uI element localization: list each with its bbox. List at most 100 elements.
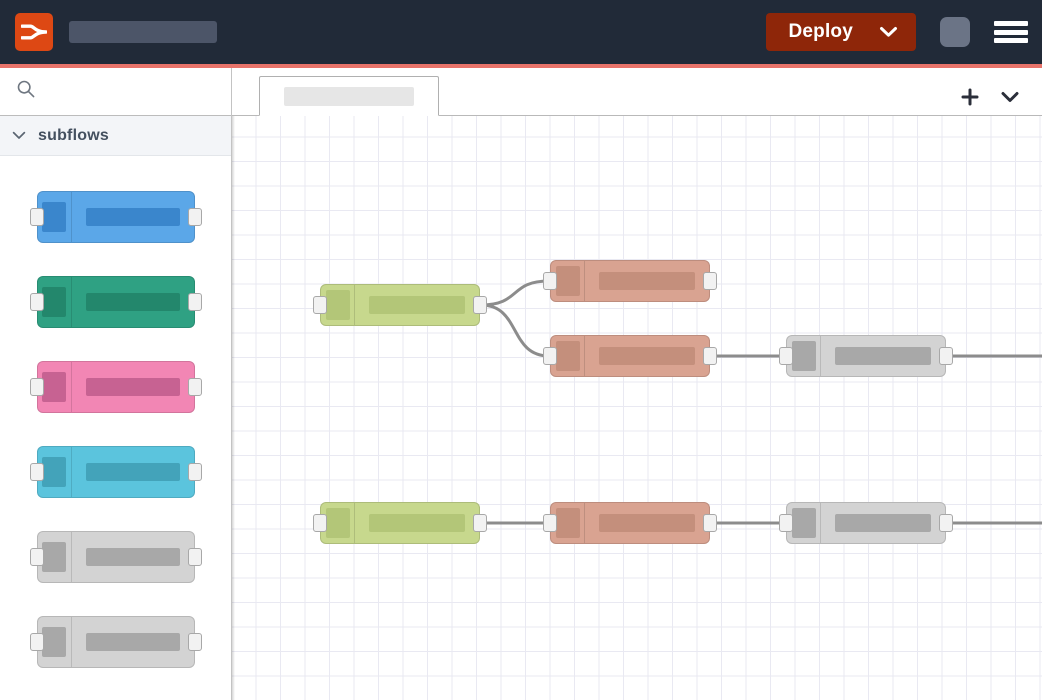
palette-item[interactable] [0, 599, 231, 684]
hamburger-menu-icon[interactable] [994, 19, 1028, 45]
node-label-placeholder [369, 296, 465, 314]
node-input-port[interactable] [29, 207, 44, 226]
canvas-grid [232, 116, 1042, 700]
palette-item[interactable] [0, 514, 231, 599]
flow-grid-area[interactable] [232, 116, 1042, 700]
editor-body: subflows [0, 68, 1042, 700]
node-input-port[interactable] [313, 296, 327, 314]
node-icon-cell [787, 503, 821, 543]
node-output-port[interactable] [187, 292, 202, 311]
node-icon-placeholder [42, 456, 66, 487]
node-icon-cell [321, 285, 355, 325]
node-icon-placeholder [42, 626, 66, 657]
node-input-port[interactable] [313, 514, 327, 532]
node-label-placeholder [85, 632, 180, 651]
node-icon-placeholder [791, 508, 816, 538]
flow-title-placeholder [69, 21, 217, 43]
node-output-port[interactable] [703, 514, 717, 532]
node-label-cell [72, 532, 194, 582]
node-icon-placeholder [42, 541, 66, 572]
node-label-cell [821, 336, 945, 376]
node-label-cell [355, 503, 479, 543]
user-avatar-placeholder[interactable] [940, 17, 970, 47]
node-input-port[interactable] [29, 547, 44, 566]
deploy-button[interactable]: Deploy [766, 13, 916, 51]
node-output-port[interactable] [473, 296, 487, 314]
node-input-port[interactable] [543, 347, 557, 365]
node-input-port[interactable] [29, 632, 44, 651]
subflow-node-3[interactable] [29, 360, 202, 413]
node-icon-cell [551, 503, 585, 543]
app-header: Deploy [0, 0, 1042, 68]
node-output-port[interactable] [939, 514, 953, 532]
palette-item[interactable] [0, 344, 231, 429]
subflow-node-1[interactable] [29, 190, 202, 243]
flow-node-salmon-mid[interactable] [543, 335, 717, 377]
node-output-port[interactable] [187, 547, 202, 566]
plus-icon[interactable] [960, 87, 980, 107]
palette-section-subflows[interactable]: subflows [0, 116, 231, 156]
subflow-node-5[interactable] [29, 530, 202, 583]
flow-node-gray-bottom[interactable] [779, 502, 953, 544]
node-output-port[interactable] [187, 632, 202, 651]
subflow-node-6[interactable] [29, 615, 202, 668]
flow-node-gray-mid[interactable] [779, 335, 953, 377]
node-input-port[interactable] [779, 347, 793, 365]
palette-item[interactable] [0, 429, 231, 514]
node-icon-placeholder [325, 290, 350, 320]
subflow-node-4[interactable] [29, 445, 202, 498]
search-input[interactable] [36, 83, 231, 100]
node-label-cell [72, 277, 194, 327]
node-label-placeholder [369, 514, 465, 532]
node-red-logo-icon[interactable] [15, 13, 53, 51]
flow-tab-1[interactable] [259, 76, 439, 116]
node-output-port[interactable] [939, 347, 953, 365]
node-input-port[interactable] [543, 272, 557, 290]
node-icon-placeholder [42, 371, 66, 402]
node-label-placeholder [835, 347, 931, 365]
palette-item[interactable] [0, 174, 231, 259]
node-icon-placeholder [42, 201, 66, 232]
subflow-node-2[interactable] [29, 275, 202, 328]
palette-search-box[interactable] [0, 68, 231, 116]
node-icon-cell [38, 531, 72, 582]
node-input-port[interactable] [543, 514, 557, 532]
flow-node-green-bottom[interactable] [313, 502, 487, 544]
node-icon-cell [38, 446, 72, 497]
node-label-placeholder [85, 462, 180, 481]
node-icon-cell [321, 503, 355, 543]
node-output-port[interactable] [187, 462, 202, 481]
node-label-cell [355, 285, 479, 325]
node-label-placeholder [85, 377, 180, 396]
flow-tabbar [232, 68, 1042, 116]
node-label-placeholder [599, 347, 695, 365]
node-label-cell [585, 503, 709, 543]
node-output-port[interactable] [703, 272, 717, 290]
node-input-port[interactable] [779, 514, 793, 532]
node-icon-cell [551, 336, 585, 376]
chevron-down-icon [12, 127, 26, 145]
flow-node-salmon-bottom[interactable] [543, 502, 717, 544]
flow-node-salmon-top[interactable] [543, 260, 717, 302]
node-input-port[interactable] [29, 377, 44, 396]
deploy-button-label: Deploy [788, 21, 853, 42]
node-output-port[interactable] [473, 514, 487, 532]
chevron-down-icon[interactable] [1000, 90, 1020, 104]
chevron-down-icon[interactable] [879, 26, 898, 38]
palette-section-label: subflows [38, 126, 109, 144]
node-label-placeholder [85, 292, 180, 311]
node-output-port[interactable] [187, 377, 202, 396]
flow-node-green-top[interactable] [313, 284, 487, 326]
hamburger-bar [994, 21, 1028, 26]
node-output-port[interactable] [187, 207, 202, 226]
node-label-placeholder [85, 207, 180, 226]
node-input-port[interactable] [29, 292, 44, 311]
node-output-port[interactable] [703, 347, 717, 365]
node-label-placeholder [85, 547, 180, 566]
palette-sidebar: subflows [0, 68, 232, 700]
palette-item[interactable] [0, 259, 231, 344]
node-input-port[interactable] [29, 462, 44, 481]
node-icon-cell [551, 261, 585, 301]
node-label-cell [72, 192, 194, 242]
